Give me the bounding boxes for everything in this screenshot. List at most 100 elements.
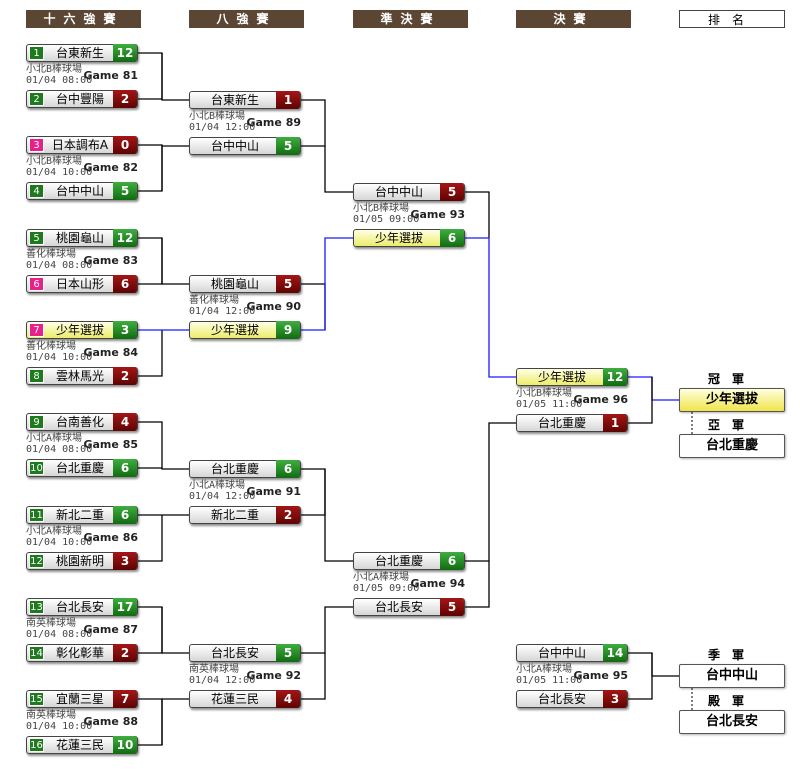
team-name: 台北長安 [210,646,259,660]
venue-label: 南英棒球場 [26,710,76,721]
team-name: 桃園新明 [55,554,104,568]
third-place-line [628,652,679,677]
rank-team-box[interactable]: 台北長安 [679,710,785,734]
seed-badge: 5 [29,231,44,245]
team-score: 6 [440,552,464,570]
bracket-line [465,422,516,562]
team-name: 台中中山 [537,646,586,660]
seed-badge: 13 [29,600,44,614]
venue-label: 小北A棒球場 [189,480,246,491]
team-name: 台東新生 [55,46,104,60]
bracket-line [301,99,326,146]
rank-label: 亞軍 [707,418,756,432]
team-box[interactable]: 台北長安 5 [189,644,301,662]
team-name: 少年選拔 [537,370,586,384]
game-number: Game 91 [246,485,301,498]
game-time: 01/04 12:00 [189,675,256,686]
game-time: 01/04 10:00 [26,721,93,732]
team-score: 14 [603,644,627,662]
team-score: 10 [113,736,137,754]
rank-team-box[interactable]: 台北重慶 [679,434,785,458]
rank-team-box[interactable]: 台中中山 [679,664,785,688]
seed-badge: 12 [29,554,44,568]
game-time: 01/05 11:00 [516,675,583,686]
venue-label: 南英棒球場 [26,618,76,629]
seed-badge: 9 [29,415,44,429]
game-number: Game 81 [83,69,138,82]
bracket-line [138,144,163,191]
game-number: Game 94 [410,577,465,590]
game-number: Game 89 [246,116,301,129]
team-score: 2 [113,90,137,108]
header-semifinal: 準決賽 [353,10,468,28]
team-name: 新北二重 [55,508,104,522]
team-score: 9 [276,321,300,339]
venue-label: 小北B棒球場 [189,111,246,122]
game-time: 01/04 12:00 [189,306,256,317]
seed-badge: 15 [29,692,44,706]
venue-label: 小北A棒球場 [26,526,83,537]
team-name: 桃園龜山 [55,231,104,245]
bracket-line [628,377,653,424]
game-number: Game 85 [83,438,138,451]
team-name: 少年選拔 [55,323,104,337]
rank-team-box[interactable]: 少年選拔 [679,388,785,412]
game-time: 01/04 08:00 [26,629,93,640]
game-time: 01/04 10:00 [26,167,93,178]
team-score: 4 [276,690,300,708]
team-name: 花蓮三民 [55,738,104,752]
team-box[interactable]: 台中中山 14 [516,644,628,662]
team-score: 5 [276,644,300,662]
team-score: 5 [276,275,300,293]
team-score: 5 [113,182,137,200]
seed-badge: 3 [29,138,44,152]
seed-badge: 2 [29,92,44,106]
venue-label: 小北A棒球場 [26,433,83,444]
bracket-line [301,653,326,700]
team-name: 台中中山 [55,184,104,198]
venue-label: 小北B棒球場 [353,203,410,214]
team-name: 台中中山 [374,185,423,199]
bracket-line [138,698,163,745]
bracket-line [301,469,326,516]
venue-label: 小北B棒球場 [516,388,573,399]
seed-badge: 8 [29,369,44,383]
team-score: 7 [113,690,137,708]
team-score: 6 [113,506,137,524]
